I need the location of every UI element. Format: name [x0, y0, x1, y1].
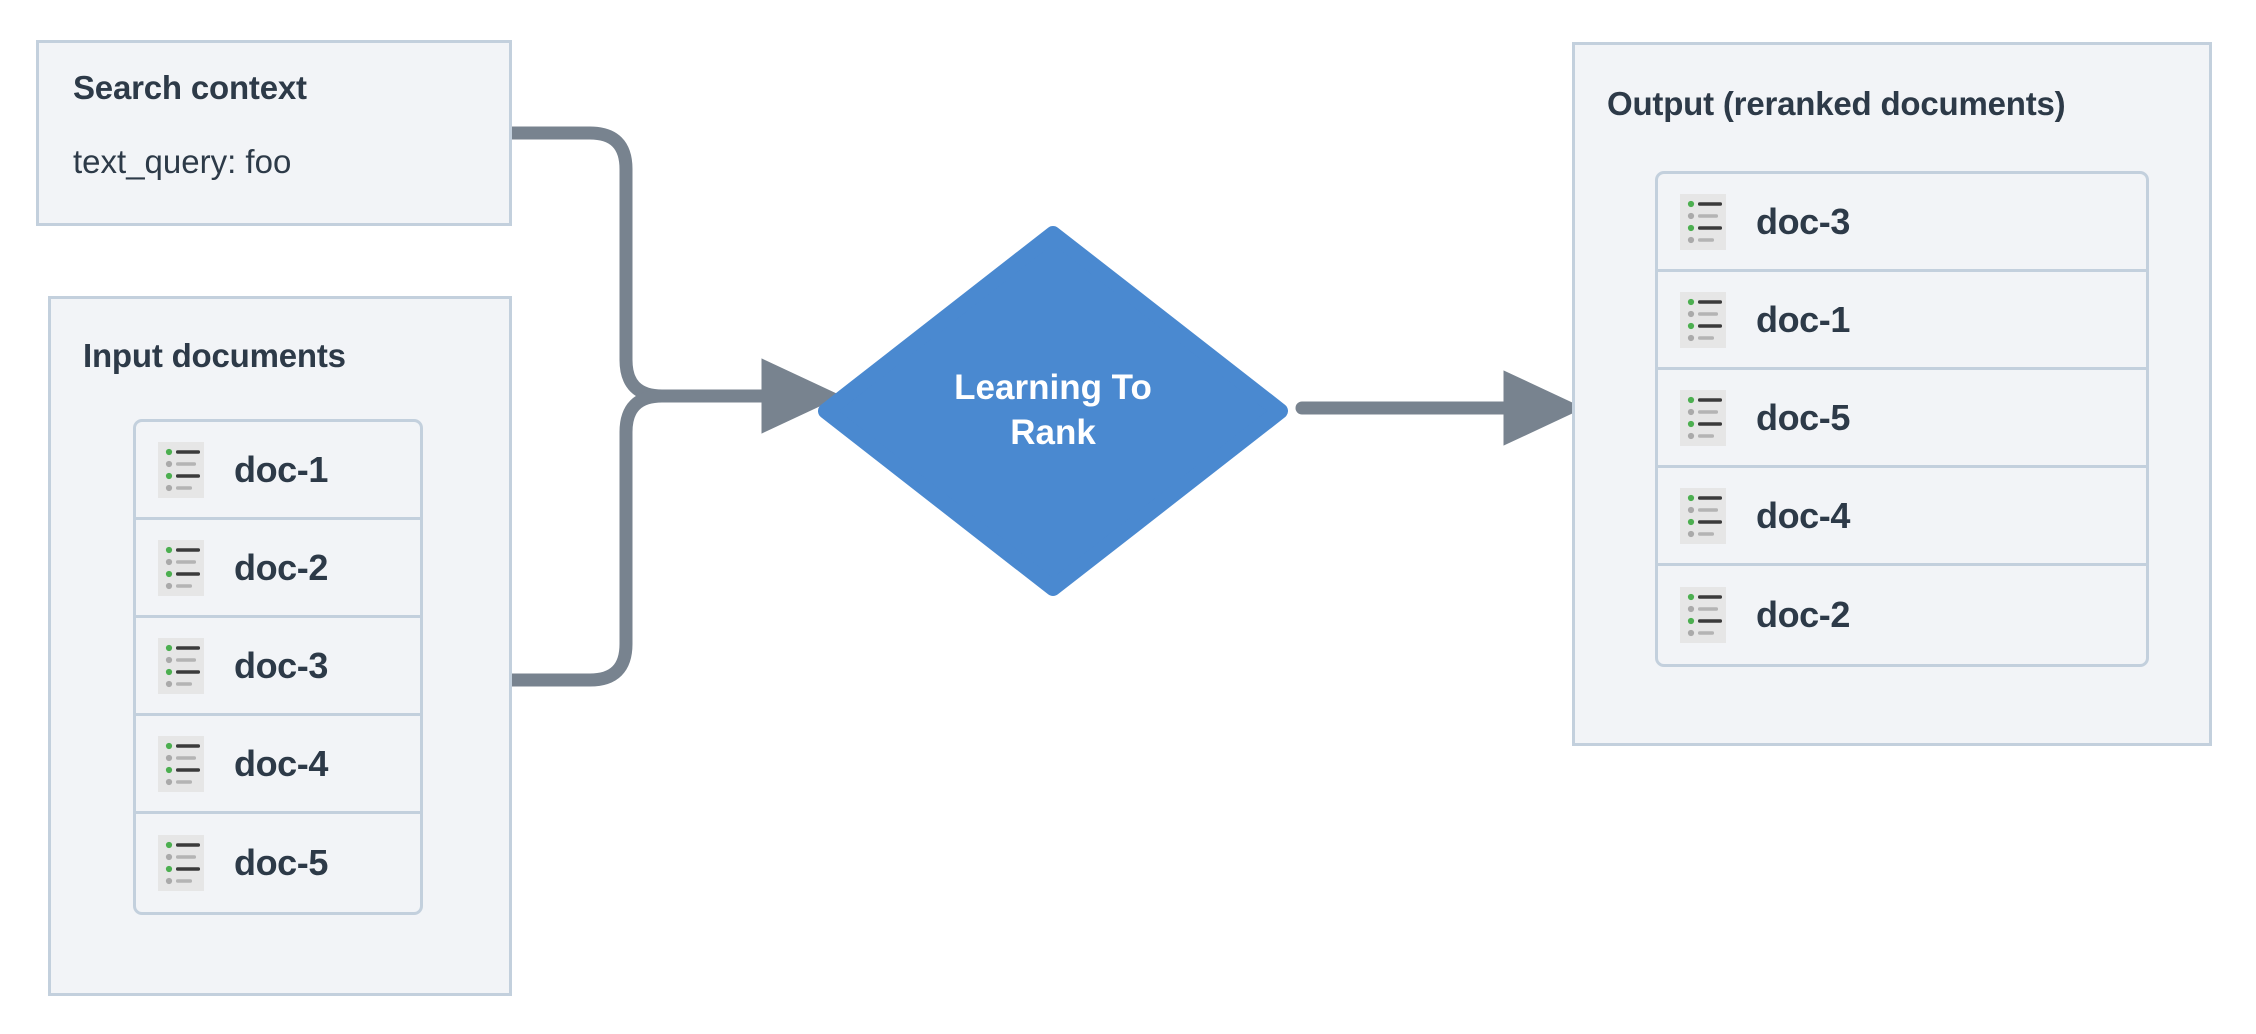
- document-row[interactable]: doc-2: [1658, 566, 2146, 664]
- search-context-query: text_query: foo: [73, 143, 292, 180]
- document-list-icon: [158, 441, 204, 498]
- document-list-icon: [158, 637, 204, 694]
- edge-search-context-to-ltr: [505, 126, 842, 434]
- document-label: doc-5: [234, 842, 329, 883]
- document-row[interactable]: doc-5: [1658, 370, 2146, 468]
- diamond-shape: [818, 226, 1288, 596]
- document-list-icon: [1680, 291, 1726, 348]
- output-panel-title: Output (reranked documents): [1607, 85, 2066, 122]
- document-row[interactable]: doc-1: [1658, 272, 2146, 370]
- document-label: doc-5: [1756, 396, 1851, 438]
- learning-to-rank-node[interactable]: Learning To Rank: [818, 226, 1288, 596]
- document-list-icon: [158, 835, 204, 891]
- document-list-icon: [1680, 389, 1726, 446]
- document-row[interactable]: doc-1: [136, 422, 420, 520]
- document-list-icon: [1680, 487, 1726, 544]
- document-label: doc-3: [234, 644, 329, 686]
- document-row[interactable]: doc-3: [1658, 174, 2146, 272]
- document-label: doc-1: [1756, 298, 1851, 340]
- document-list-icon: [158, 539, 204, 596]
- search-context-panel: Search context text_query: foo: [36, 40, 512, 226]
- document-label: doc-4: [1756, 494, 1851, 536]
- document-label: doc-2: [234, 546, 329, 588]
- document-label: doc-2: [1756, 594, 1851, 635]
- document-list-icon: [158, 735, 204, 792]
- document-row[interactable]: doc-5: [136, 814, 420, 912]
- output-documents-list: doc-3 doc-1 doc-5 doc-4 doc-2: [1655, 171, 2149, 667]
- document-row[interactable]: doc-3: [136, 618, 420, 716]
- input-documents-list: doc-1 doc-2 doc-3 doc-4 doc-5: [133, 419, 423, 915]
- document-label: doc-3: [1756, 200, 1851, 242]
- document-label: doc-4: [234, 742, 329, 784]
- input-documents-title: Input documents: [83, 337, 346, 374]
- document-row[interactable]: doc-4: [136, 716, 420, 814]
- document-list-icon: [1680, 193, 1726, 250]
- document-list-icon: [1680, 587, 1726, 643]
- edge-input-documents-to-ltr: [505, 389, 707, 687]
- document-label: doc-1: [234, 448, 329, 490]
- document-row[interactable]: doc-4: [1658, 468, 2146, 566]
- document-row[interactable]: doc-2: [136, 520, 420, 618]
- search-context-title: Search context: [73, 69, 307, 106]
